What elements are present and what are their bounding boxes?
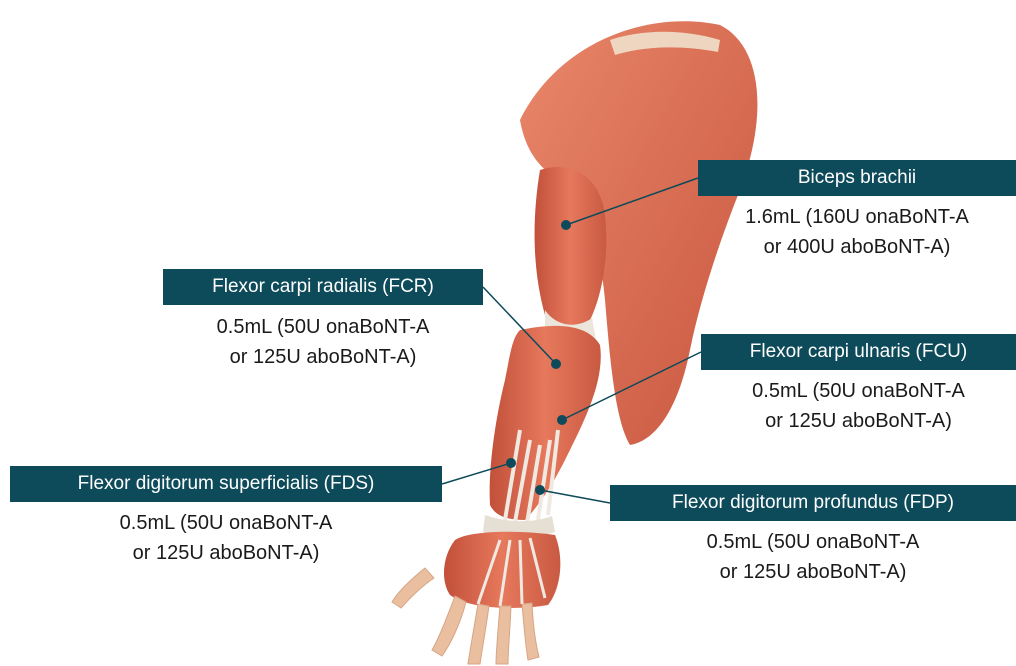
dose-line: 0.5mL (50U onaBoNT-A [701, 376, 1016, 406]
dose-flexor-digitorum-profundus: 0.5mL (50U onaBoNT-A or 125U aboBoNT-A) [610, 527, 1016, 587]
biceps-muscle [535, 167, 607, 326]
dose-line: or 400U aboBoNT-A) [698, 232, 1016, 262]
label-biceps-brachii: Biceps brachii [698, 160, 1016, 196]
dose-line: 0.5mL (50U onaBoNT-A [10, 508, 442, 538]
dose-flexor-digitorum-superficialis: 0.5mL (50U onaBoNT-A or 125U aboBoNT-A) [10, 508, 442, 568]
dose-biceps-brachii: 1.6mL (160U onaBoNT-A or 400U aboBoNT-A) [698, 202, 1016, 262]
label-flexor-carpi-radialis: Flexor carpi radialis (FCR) [163, 269, 483, 305]
dose-line: or 125U aboBoNT-A) [701, 406, 1016, 436]
dose-line: or 125U aboBoNT-A) [10, 538, 442, 568]
dose-line: or 125U aboBoNT-A) [163, 342, 483, 372]
dose-flexor-carpi-radialis: 0.5mL (50U onaBoNT-A or 125U aboBoNT-A) [163, 312, 483, 372]
label-flexor-carpi-ulnaris: Flexor carpi ulnaris (FCU) [701, 334, 1016, 370]
dose-flexor-carpi-ulnaris: 0.5mL (50U onaBoNT-A or 125U aboBoNT-A) [701, 376, 1016, 436]
label-flexor-digitorum-superficialis: Flexor digitorum superficialis (FDS) [10, 466, 442, 502]
dose-line: or 125U aboBoNT-A) [610, 557, 1016, 587]
dose-line: 1.6mL (160U onaBoNT-A [698, 202, 1016, 232]
dose-line: 0.5mL (50U onaBoNT-A [610, 527, 1016, 557]
dose-line: 0.5mL (50U onaBoNT-A [163, 312, 483, 342]
label-flexor-digitorum-profundus: Flexor digitorum profundus (FDP) [610, 485, 1016, 521]
